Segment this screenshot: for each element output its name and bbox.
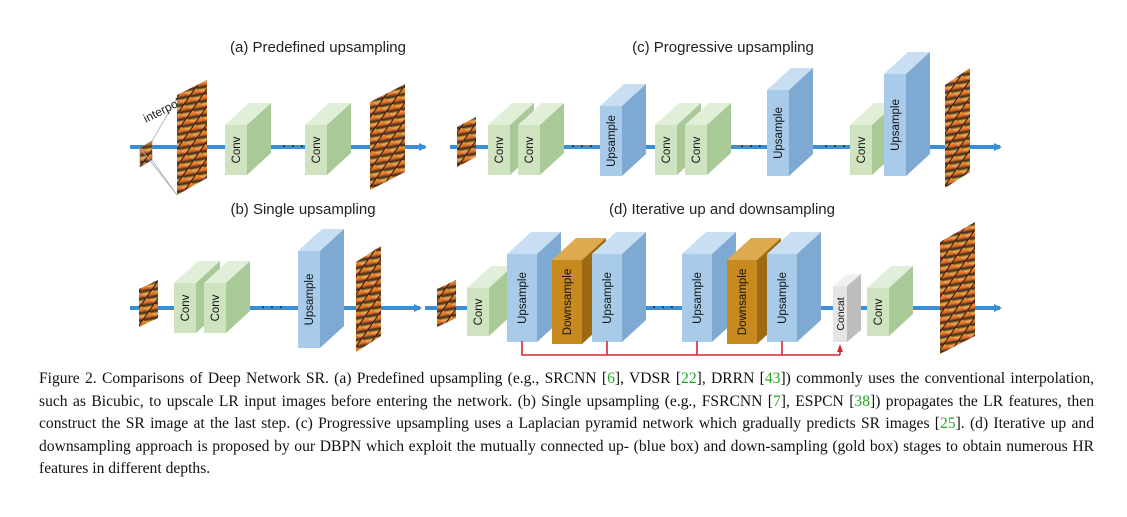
dots-c2: · · · — [740, 139, 762, 155]
citation[interactable]: 43 — [764, 370, 781, 387]
upsample-c2-label: Upsample — [773, 107, 785, 159]
citation[interactable]: 22 — [681, 370, 697, 387]
conv-c2-block: Conv — [518, 103, 564, 175]
upsample-c2-block: Upsample — [767, 68, 813, 176]
upsample-d1-label: Upsample — [517, 272, 529, 324]
conv-b2-label: Conv — [210, 294, 222, 321]
panel-a-title: (a) Predefined upsampling — [230, 39, 406, 56]
conv-c4-label: Conv — [691, 136, 703, 163]
conv-d2-block: Conv — [867, 266, 913, 336]
image-c-input — [457, 117, 476, 167]
upsample-c3-block: Upsample — [884, 52, 930, 176]
image-c-output — [945, 68, 970, 188]
citation[interactable]: 38 — [854, 392, 871, 410]
image-a-interpolated — [177, 80, 207, 195]
dots-c1: · · · — [571, 139, 593, 155]
upsample-d4-label: Upsample — [777, 272, 789, 324]
panel-b-title: (b) Single upsampling — [230, 201, 375, 218]
conv-a1-block: Conv — [225, 103, 271, 175]
image-a-output — [370, 84, 405, 190]
upsample-c1-label: Upsample — [606, 115, 618, 167]
citation[interactable]: 25 — [940, 415, 956, 433]
conv-c1-label: Conv — [494, 136, 506, 163]
figure-caption: Figure 2. Comparisons of Deep Network SR… — [39, 370, 1095, 478]
citation[interactable]: 7 — [773, 392, 781, 410]
upsample-c1-block: Upsample — [600, 84, 646, 176]
image-d-input — [437, 280, 456, 327]
upsample-b-block: Upsample — [298, 229, 344, 348]
image-b-output — [356, 246, 381, 352]
upsample-d4-block: Upsample — [767, 232, 821, 342]
concat-d-label: Concat — [835, 297, 847, 330]
dots-d: · · · — [652, 300, 674, 316]
dots-b: · · · — [261, 300, 283, 316]
citation[interactable]: 6 — [607, 370, 615, 387]
upsample-d3-label: Upsample — [692, 272, 704, 324]
caption-label: Figure 2. — [39, 370, 97, 387]
conv-c2-label: Conv — [524, 136, 536, 163]
conv-a2-label: Conv — [311, 136, 323, 163]
concat-d-block: Concat — [833, 274, 861, 342]
conv-a1-label: Conv — [231, 136, 243, 163]
dots-c3: · · · — [824, 139, 846, 155]
conv-d1-block: Conv — [467, 266, 513, 336]
conv-b1-label: Conv — [180, 294, 192, 321]
upsample-d2-label: Upsample — [602, 272, 614, 324]
image-b-input — [139, 280, 158, 327]
figure-diagram: (a) Predefined upsampling (b) Single ups… — [130, 39, 1002, 356]
conv-d1-label: Conv — [473, 298, 485, 325]
upsample-c3-label: Upsample — [890, 99, 902, 151]
downsample-d2-label: Downsample — [737, 269, 749, 335]
dense-connections — [521, 341, 843, 356]
panel-c-title: (c) Progressive upsampling — [632, 39, 814, 56]
conv-d2-label: Conv — [873, 298, 885, 325]
conv-b2-block: Conv — [204, 261, 250, 333]
conv-c5-label: Conv — [856, 136, 868, 163]
conv-c4-block: Conv — [685, 103, 731, 175]
upsample-d3-block: Upsample — [682, 232, 736, 342]
conv-a2-block: Conv — [305, 103, 351, 175]
panel-d-title: (d) Iterative up and downsampling — [609, 201, 835, 218]
conv-c3-label: Conv — [661, 136, 673, 163]
image-d-output — [940, 222, 975, 354]
downsample-d1-label: Downsample — [562, 269, 574, 335]
upsample-b-label: Upsample — [304, 274, 316, 326]
upsample-d2-block: Upsample — [592, 232, 646, 342]
dots-a: · · · — [282, 139, 304, 155]
